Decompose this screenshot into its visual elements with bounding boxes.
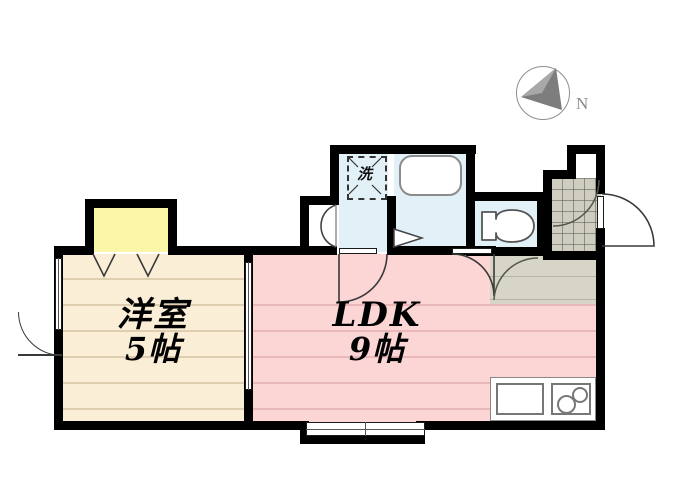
ldk-name: LDK <box>332 295 422 335</box>
wall-ldk-bottom-left <box>244 421 306 430</box>
closet-floor <box>93 206 169 252</box>
stove-burner-small <box>572 387 588 403</box>
wall-toilet-top <box>466 192 546 201</box>
shoe-cabinet <box>576 154 596 178</box>
door-arc-washroom <box>338 253 388 303</box>
wall-bay-left <box>300 421 309 444</box>
wall-closet-left <box>85 199 94 254</box>
washing-machine-diagonals <box>348 157 382 195</box>
toilet <box>478 206 538 251</box>
ldk-label: LDK 9帖 <box>302 298 452 367</box>
ldk-floor-upper <box>252 254 490 284</box>
western-room-label: 洋室 5帖 <box>78 298 228 367</box>
door-arc-west-exterior <box>18 312 62 356</box>
window-mullion-center <box>365 422 366 436</box>
wall-genkan-door-jamb <box>596 228 605 260</box>
washing-machine-label: 洗 <box>357 165 373 183</box>
door-leaf-west-exterior <box>18 354 62 356</box>
bathtub <box>399 155 462 196</box>
western-room-size: 5帖 <box>124 329 182 368</box>
compass-rose: N <box>516 66 606 126</box>
wall-top-west-b <box>168 246 254 255</box>
door-hall-panel <box>452 248 492 254</box>
stove-burner-large <box>557 395 576 414</box>
closet-door-arcs <box>92 253 160 278</box>
genkan-tile-floor <box>551 178 601 256</box>
wall-washroom-top-left <box>300 196 339 205</box>
wall-ldk-top-left <box>244 246 337 255</box>
door-bathroom <box>393 227 425 249</box>
toilet-shape <box>481 209 535 243</box>
compass-needle <box>521 68 562 110</box>
wall-bath-top <box>330 145 476 154</box>
door-arc-hall-inner <box>493 257 539 301</box>
wall-toilet-right <box>537 192 546 255</box>
door-arc-entrance <box>601 193 655 247</box>
wall-closet-top <box>85 199 177 208</box>
wall-shoebox-right <box>596 145 605 194</box>
wall-genkan-top-step <box>543 170 575 179</box>
wall-ldk-top-right <box>388 246 496 255</box>
window-mullion <box>58 258 59 330</box>
sliding-door-mullion <box>248 262 249 390</box>
washing-machine-pan <box>347 156 387 200</box>
door-folding-washroom <box>320 204 337 248</box>
door-arc-hall <box>451 253 495 297</box>
wall-exterior-bottom-left <box>54 421 253 430</box>
wall-closet-right <box>168 199 177 254</box>
ldk-size: 9帖 <box>348 329 406 368</box>
wall-bath-washroom-divider <box>387 196 396 255</box>
door-arc-genkan-inner <box>552 179 600 227</box>
wall-washroom-vert <box>330 145 339 205</box>
wall-genkan-left <box>543 170 552 260</box>
wall-bay-bottom <box>300 436 425 444</box>
door-entrance-panel <box>597 196 604 229</box>
compass-north-label: N <box>576 94 589 113</box>
wall-ldk-bottom-right <box>424 421 604 430</box>
wall-top-west-a <box>54 246 94 255</box>
wall-washroom-left <box>300 196 309 255</box>
door-washroom-panel <box>339 248 377 254</box>
wall-genkan-bottom <box>543 251 605 260</box>
wall-shoebox-left <box>567 145 576 179</box>
kitchen-sink <box>496 383 544 415</box>
western-room-name: 洋室 <box>117 295 189 335</box>
wall-exterior-right <box>596 246 605 430</box>
wall-shoebox-top <box>567 145 605 154</box>
wall-toilet-bottom <box>466 247 546 256</box>
